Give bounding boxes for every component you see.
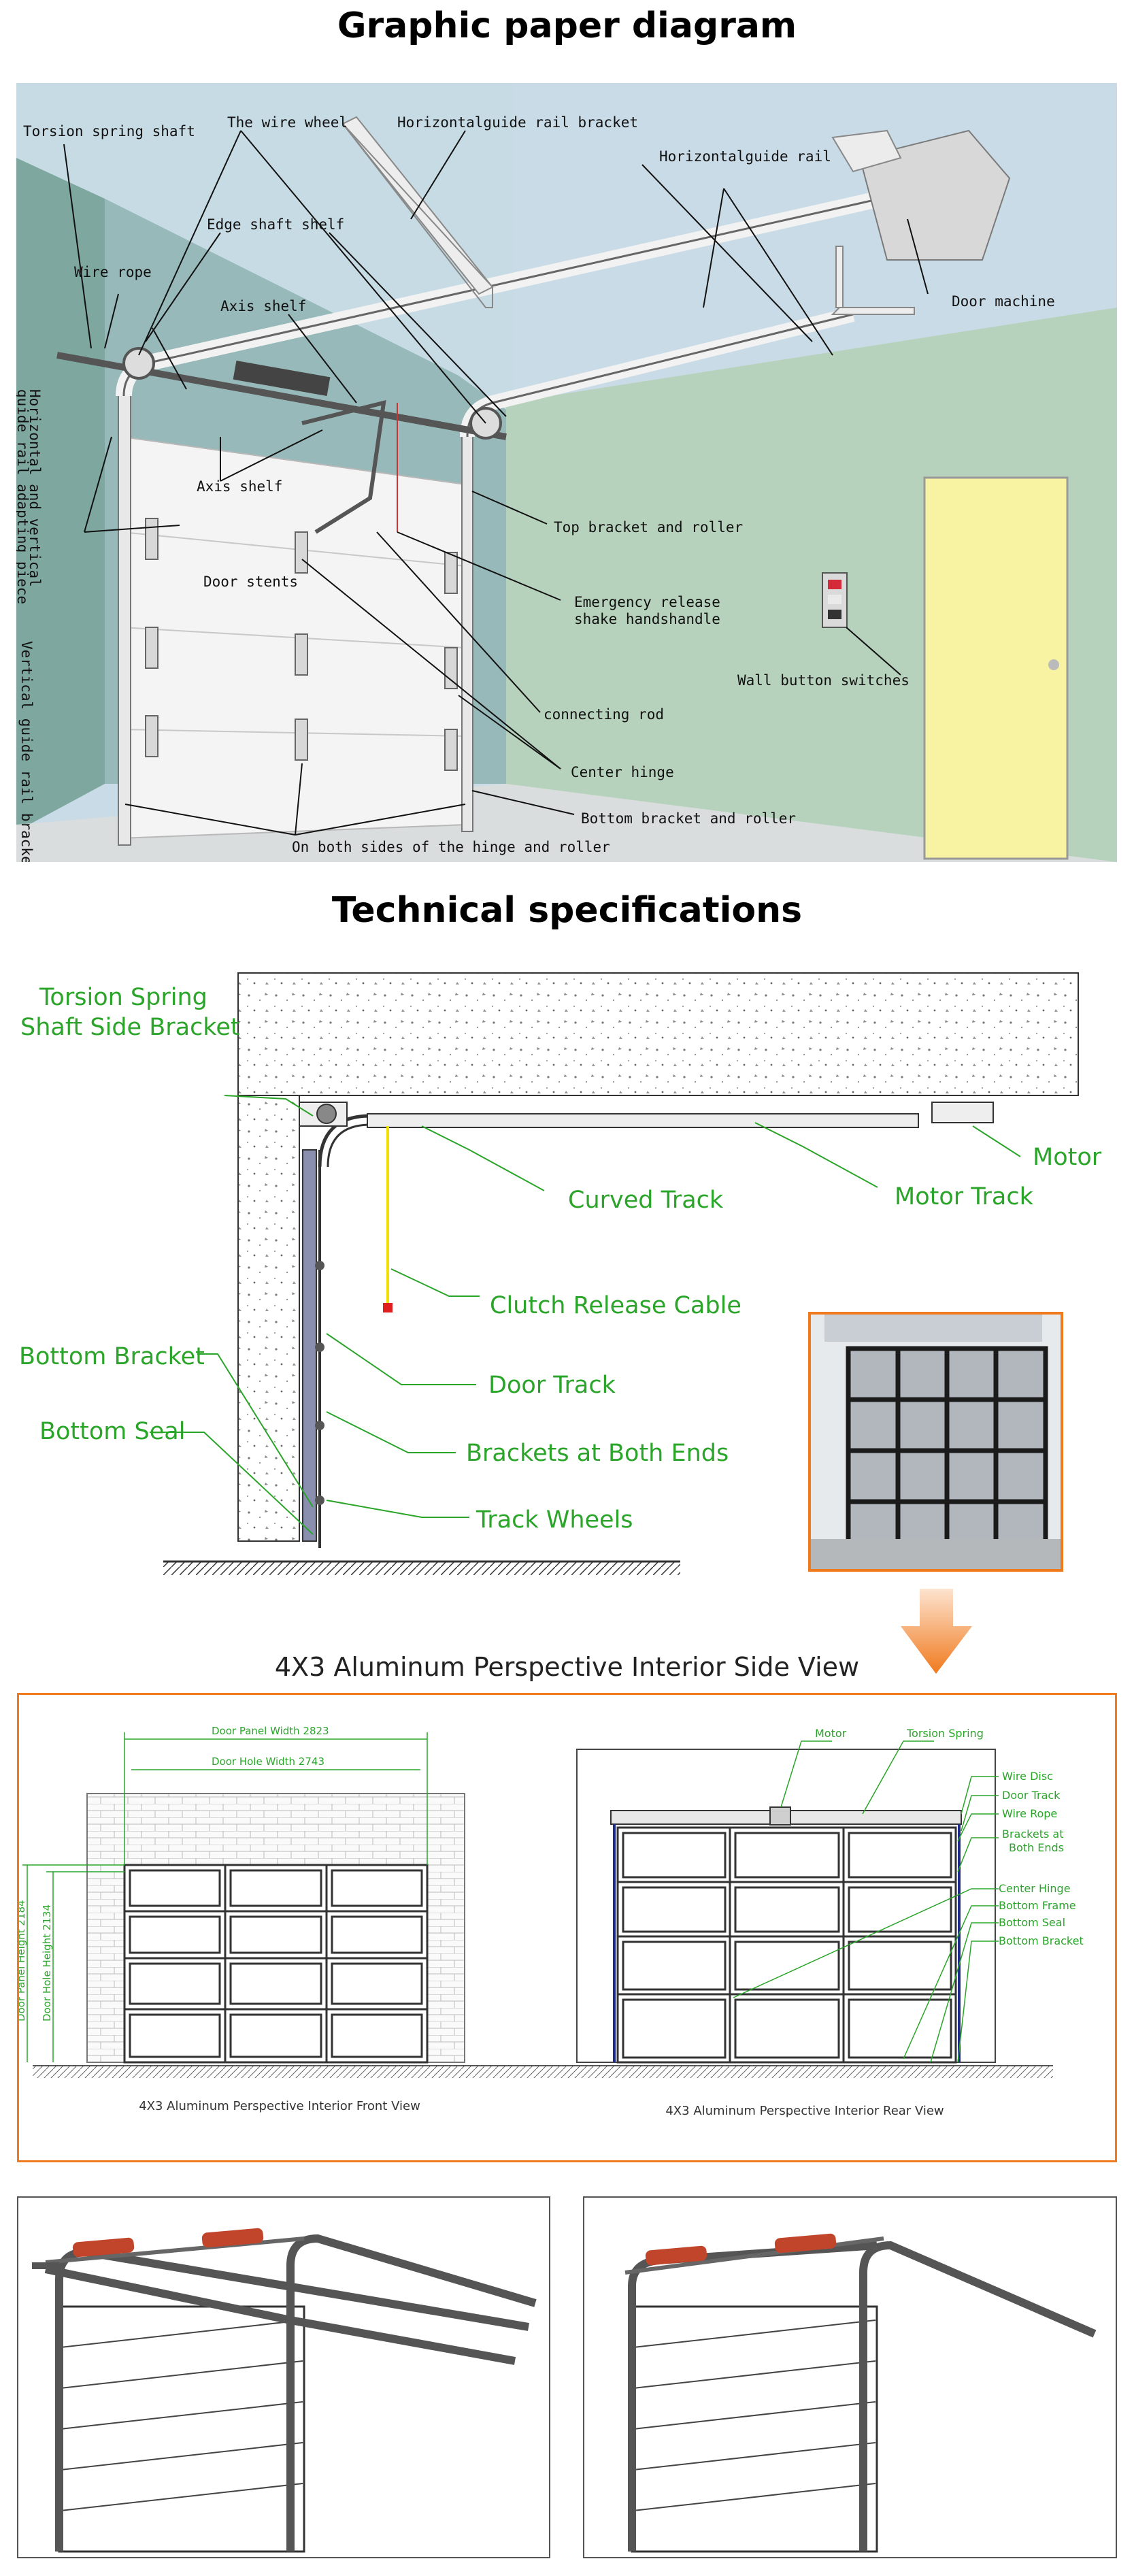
section-title-side-view: 4X3 Aluminum Perspective Interior Side V…: [274, 1652, 860, 1682]
label-axis-shelf-bottom: Axis shelf: [197, 478, 282, 495]
label-bottom-seal: Bottom Seal: [39, 1418, 185, 1445]
label-clutch-release: Clutch Release Cable: [490, 1292, 741, 1319]
label-door-stents: Door stents: [203, 574, 298, 590]
label-door-track: Door Track: [488, 1372, 616, 1399]
label-top-bracket-roller: Top bracket and roller: [554, 519, 743, 535]
rear-bottom-frame: Bottom Frame: [999, 1899, 1076, 1912]
glass-door-photo-image: [811, 1315, 1061, 1569]
label-torsion-bracket-2: Shaft Side Bracket: [20, 1014, 240, 1041]
label-connecting-rod: connecting rod: [544, 706, 664, 723]
rear-wire-rope: Wire Rope: [1002, 1807, 1057, 1820]
side-view-frame: Door Panel Width 2823 Door Hole Width 27…: [17, 1693, 1117, 2162]
label-emergency-release-1: Emergency release: [574, 594, 720, 610]
rear-brackets-1: Brackets at: [1002, 1828, 1063, 1840]
label-motor-track: Motor Track: [895, 1183, 1034, 1210]
label-wire-wheel: The wire wheel: [227, 114, 348, 131]
label-bottom-bracket-roller: Bottom bracket and roller: [581, 810, 796, 827]
track-illustration-single: [583, 2196, 1117, 2558]
technical-drawing: Torsion Spring Shaft Side Bracket Motor …: [19, 972, 1102, 1575]
front-hole-width: Door Hole Width 2743: [212, 1755, 324, 1768]
label-bottom-bracket: Bottom Bracket: [19, 1343, 205, 1370]
label-axis-shelf-top: Axis shelf: [220, 298, 306, 314]
label-torsion-bracket-1: Torsion Spring: [39, 984, 207, 1011]
track-illustration-dual: [17, 2196, 550, 2558]
rear-door-track: Door Track: [1002, 1789, 1061, 1802]
front-panel-height: Door Panel Height 2184: [19, 1900, 27, 2021]
front-hole-height: Door Hole Height 2134: [41, 1904, 53, 2021]
garage-illustration: Torsion spring shaft The wire wheel Hori…: [16, 83, 1117, 862]
orange-down-arrow-icon: [901, 1589, 972, 1674]
glass-door-photo: [808, 1312, 1063, 1572]
label-torsion-spring-shaft: Torsion spring shaft: [23, 123, 195, 139]
label-wall-button-switches: Wall button switches: [737, 672, 910, 689]
technical-spec-diagram: Torsion Spring Shaft Side Bracket Motor …: [0, 963, 1134, 1575]
label-emergency-release-2: shake handshandle: [574, 611, 720, 627]
label-track-wheels: Track Wheels: [476, 1506, 633, 1534]
rear-bottom-seal: Bottom Seal: [999, 1916, 1065, 1929]
label-brackets-both-ends: Brackets at Both Ends: [466, 1440, 729, 1467]
label-vertical-adapting-1: Horizontal and vertical: [27, 389, 43, 587]
section-title-technical: Technical specifications: [331, 890, 803, 931]
label-wire-rope: Wire rope: [74, 264, 152, 280]
rear-brackets-2: Both Ends: [1009, 1841, 1064, 1854]
graphic-paper-diagram: Torsion spring shaft The wire wheel Hori…: [16, 83, 1117, 862]
label-center-hinge: Center hinge: [571, 764, 674, 780]
section-title-graphic: Graphic paper diagram: [337, 5, 797, 46]
label-vertical-adapting-2: guide rail adapting piece: [16, 389, 31, 604]
label-motor: Motor: [1033, 1144, 1102, 1171]
rear-bottom-bracket: Bottom Bracket: [999, 1934, 1084, 1947]
rear-center-hinge: Center Hinge: [999, 1882, 1071, 1895]
rear-motor: Motor: [815, 1727, 847, 1740]
label-edge-shaft-shelf: Edge shaft shelf: [207, 216, 344, 233]
label-vertical-guide-bracket: Vertical guide rail bracket: [18, 641, 35, 862]
label-horizontal-guide-rail: Horizontalguide rail: [659, 148, 831, 165]
rear-wire-disc: Wire Disc: [1002, 1770, 1053, 1783]
side-view-drawing: Door Panel Width 2823 Door Hole Width 27…: [19, 1725, 1084, 2118]
front-view-caption: 4X3 Aluminum Perspective Interior Front …: [139, 2099, 420, 2113]
label-curved-track: Curved Track: [568, 1187, 724, 1214]
label-horizontal-guide-rail-bracket: Horizontalguide rail bracket: [397, 114, 638, 131]
rear-torsion-spring: Torsion Spring: [906, 1727, 984, 1740]
front-panel-width: Door Panel Width 2823: [212, 1725, 329, 1737]
label-both-sides: On both sides of the hinge and roller: [292, 839, 610, 855]
rear-view-caption: 4X3 Aluminum Perspective Interior Rear V…: [665, 2104, 944, 2118]
label-door-machine: Door machine: [952, 293, 1055, 310]
